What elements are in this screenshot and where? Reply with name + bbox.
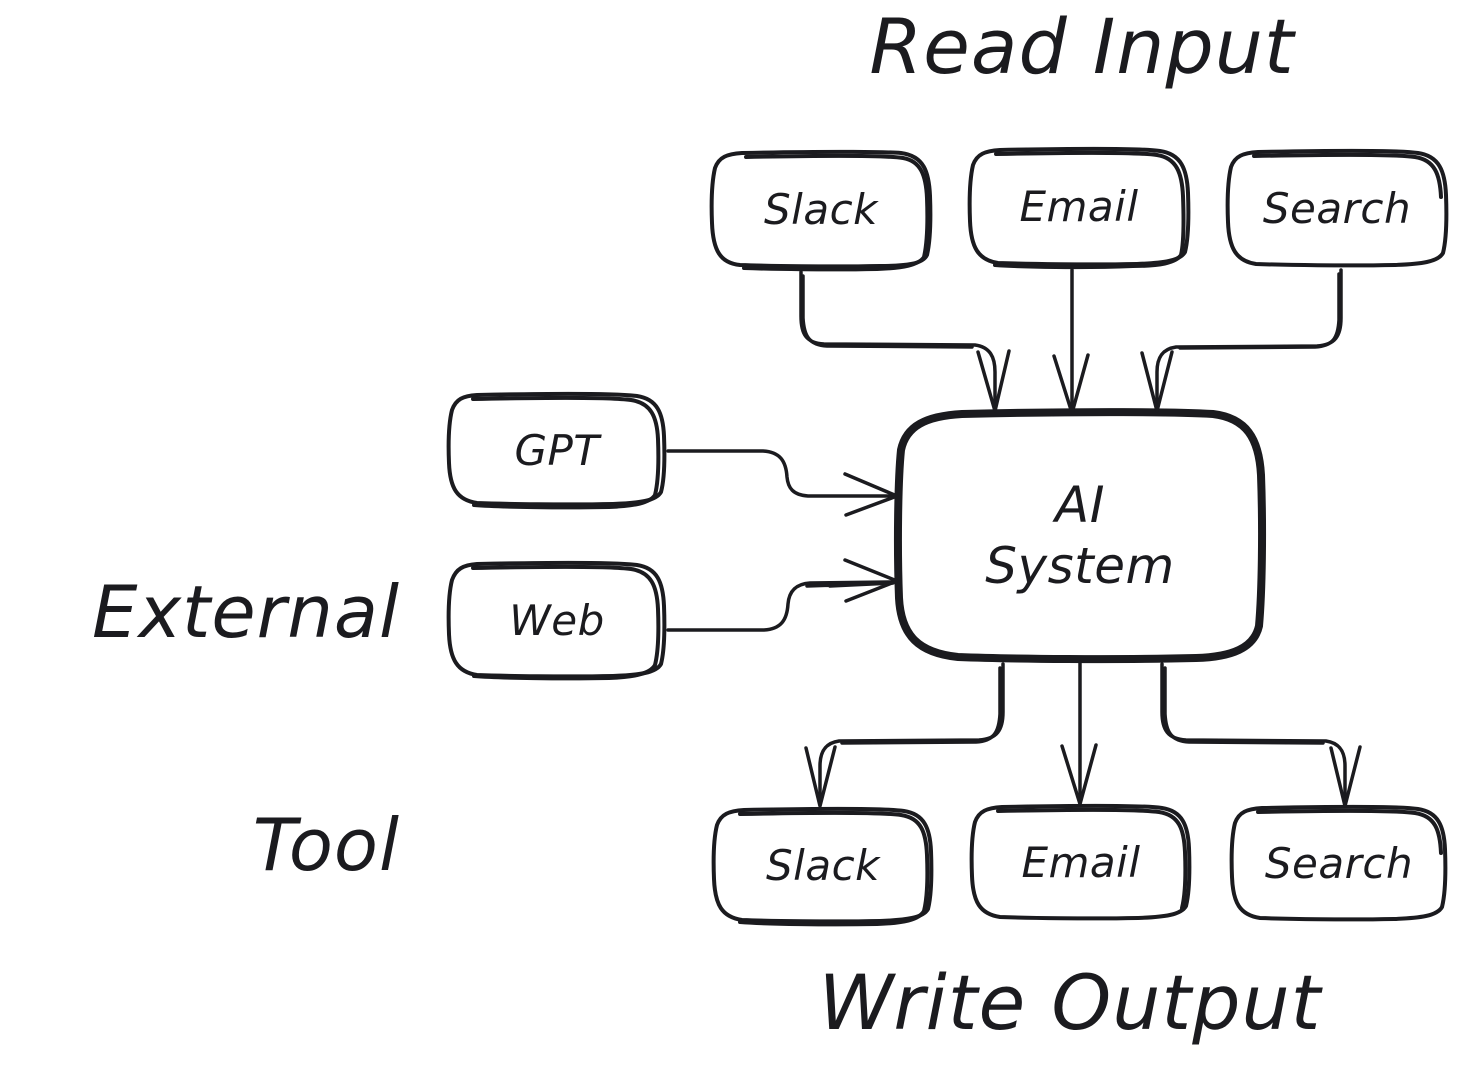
edge-ai-to-slack xyxy=(804,662,1005,808)
node-box-output-search xyxy=(1229,804,1448,922)
edge-slack-to-ai xyxy=(799,270,1011,413)
section-title-write-output: Write Output xyxy=(818,958,1322,1047)
edge-ai-to-search xyxy=(1160,662,1362,808)
node-box-output-email xyxy=(969,803,1192,921)
edge-search-to-ai xyxy=(1140,268,1343,413)
edge-email-to-ai xyxy=(1052,268,1090,415)
edge-gpt-to-ai xyxy=(666,449,899,517)
external-tool-line-2: Tool xyxy=(252,802,400,887)
edge-ai-to-email xyxy=(1060,660,1098,806)
node-box-input-search xyxy=(1225,148,1449,268)
edge-web-to-ai xyxy=(666,558,899,632)
node-box-input-email xyxy=(967,146,1191,270)
node-box-input-slack xyxy=(709,149,933,272)
node-box-tool-web xyxy=(446,560,667,681)
section-title-read-input: Read Input xyxy=(869,2,1295,91)
node-box-output-slack xyxy=(711,806,934,927)
section-title-external-tool: External Tool xyxy=(0,418,400,1040)
node-box-ai-system xyxy=(893,408,1267,664)
node-box-tool-gpt xyxy=(446,391,667,510)
external-tool-line-1: External xyxy=(92,569,400,654)
